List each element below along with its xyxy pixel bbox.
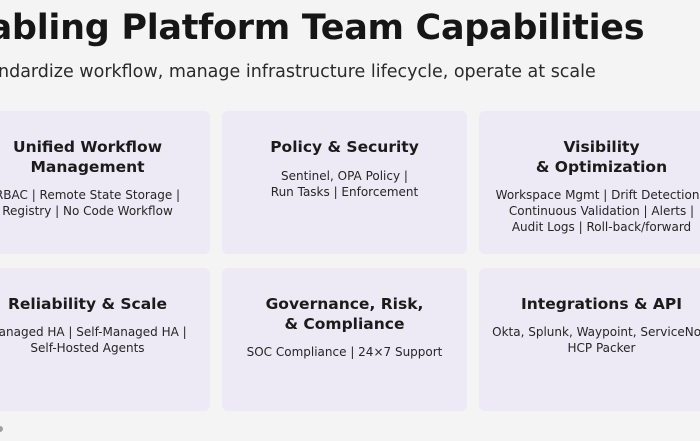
card-body: Okta, Splunk, Waypoint, ServiceNow HCP P… bbox=[492, 325, 700, 355]
card-title: Governance, Risk, & Compliance bbox=[265, 295, 424, 333]
card-body: Workspace Mgmt | Drift Detection | Conti… bbox=[495, 188, 700, 234]
card-visibility-optimization: Visibility & Optimization Workspace Mgmt… bbox=[479, 111, 700, 254]
card-body: SOC Compliance | 24×7 Support bbox=[246, 345, 443, 359]
card-title: Unified Workflow Management bbox=[12, 138, 163, 176]
card-governance-risk-compliance: Governance, Risk, & Compliance SOC Compl… bbox=[222, 268, 467, 411]
card-title: Reliability & Scale bbox=[7, 295, 168, 313]
slide-title: nabling Platform Team Capabilities bbox=[0, 8, 645, 48]
card-title: Policy & Security bbox=[270, 138, 419, 156]
card-title: Integrations & API bbox=[521, 295, 682, 313]
card-body: Managed HA | Self-Managed HA | Self-Host… bbox=[0, 325, 187, 355]
card-reliability-scale: Reliability & Scale Managed HA | Self-Ma… bbox=[0, 268, 210, 411]
card-body: Sentinel, OPA Policy | Run Tasks | Enfor… bbox=[270, 169, 419, 199]
card-integrations-api: Integrations & API Okta, Splunk, Waypoin… bbox=[479, 268, 700, 411]
corner-dot-icon bbox=[0, 426, 3, 432]
card-title: Visibility & Optimization bbox=[535, 138, 668, 176]
card-unified-workflow: Unified Workflow Management RBAC | Remot… bbox=[0, 111, 210, 254]
card-policy-security: Policy & Security Sentinel, OPA Policy |… bbox=[222, 111, 467, 254]
slide-subtitle: ndardize workflow, manage infrastructure… bbox=[0, 62, 596, 82]
card-body: RBAC | Remote State Storage | Registry |… bbox=[0, 188, 181, 218]
